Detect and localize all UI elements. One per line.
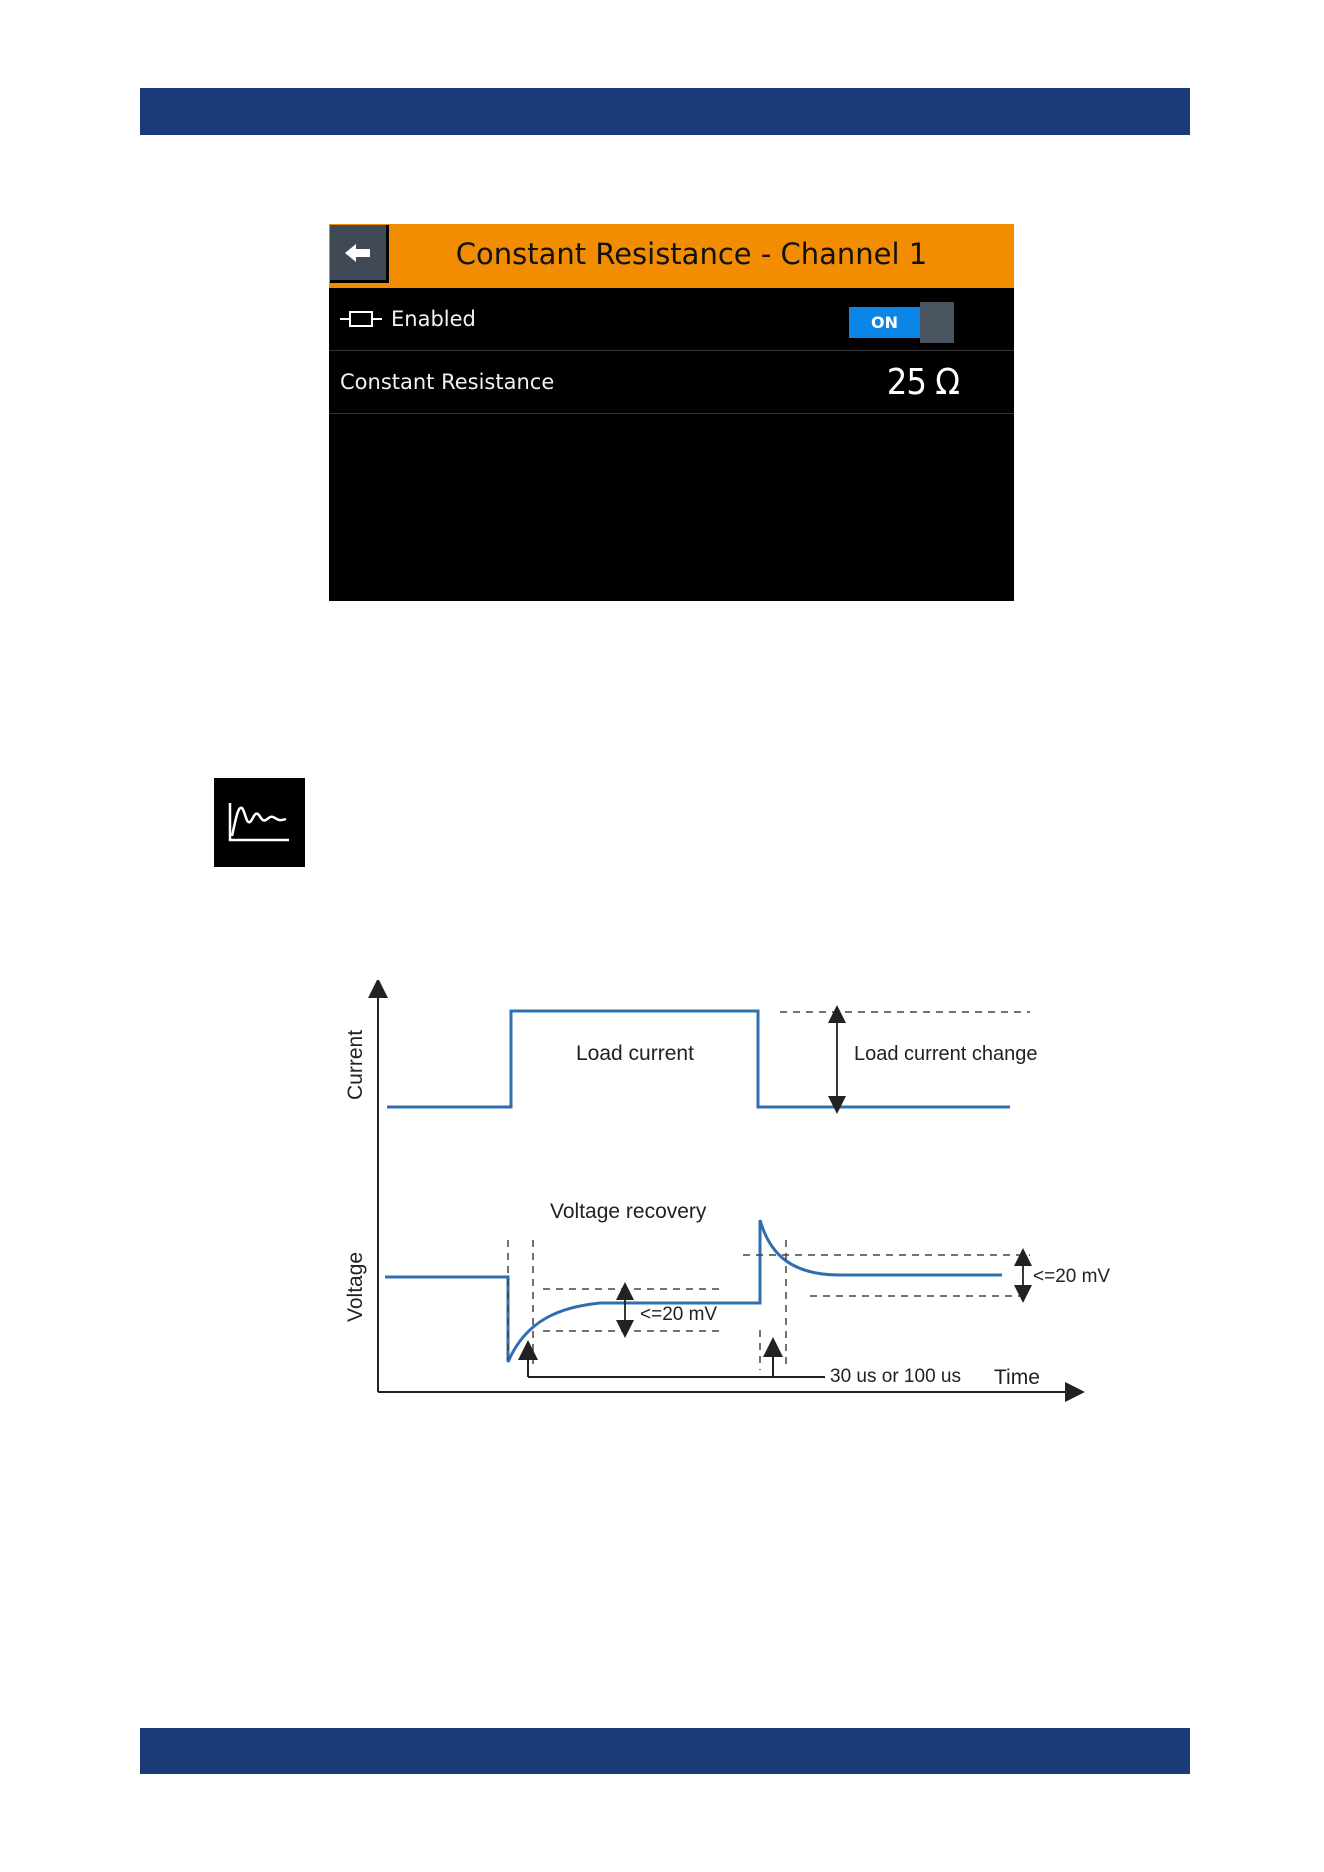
device-screen: Constant Resistance - Channel 1 Enabled … bbox=[329, 224, 1014, 601]
recovery-time-label: 30 us or 100 us bbox=[830, 1366, 961, 1387]
voltage-trace bbox=[385, 1220, 1002, 1362]
resistance-value[interactable]: 25 Ω bbox=[887, 351, 959, 413]
tolerance-label-2: <=20 mV bbox=[1033, 1266, 1110, 1287]
transient-response-icon bbox=[214, 778, 305, 867]
voltage-recovery-label: Voltage recovery bbox=[550, 1200, 707, 1223]
screen-title: Constant Resistance - Channel 1 bbox=[399, 224, 984, 284]
load-current-change-label: Load current change bbox=[854, 1043, 1037, 1065]
screen-header: Constant Resistance - Channel 1 bbox=[329, 224, 1014, 288]
enabled-row: Enabled ON bbox=[329, 288, 1014, 351]
resistance-row[interactable]: Constant Resistance 25 Ω bbox=[329, 351, 1014, 414]
load-transient-diagram: Current Voltage Time Load current Load c… bbox=[330, 980, 1130, 1420]
bottom-footer-band bbox=[140, 1728, 1190, 1774]
back-button[interactable] bbox=[330, 225, 389, 283]
top-header-band bbox=[140, 88, 1190, 135]
time-axis-label: Time bbox=[994, 1366, 1040, 1389]
resistance-label: Constant Resistance bbox=[340, 351, 554, 413]
load-current-label: Load current bbox=[576, 1042, 694, 1065]
tolerance-label-1: <=20 mV bbox=[640, 1304, 717, 1325]
toggle-on-label: ON bbox=[849, 307, 920, 338]
current-axis-label: Current bbox=[344, 1030, 367, 1100]
plug-icon bbox=[340, 309, 384, 329]
enabled-toggle[interactable]: ON bbox=[849, 302, 954, 343]
arrow-left-icon bbox=[343, 242, 373, 264]
voltage-axis-label: Voltage bbox=[344, 1252, 367, 1322]
toggle-knob[interactable] bbox=[920, 302, 954, 343]
enabled-label: Enabled bbox=[391, 288, 476, 350]
